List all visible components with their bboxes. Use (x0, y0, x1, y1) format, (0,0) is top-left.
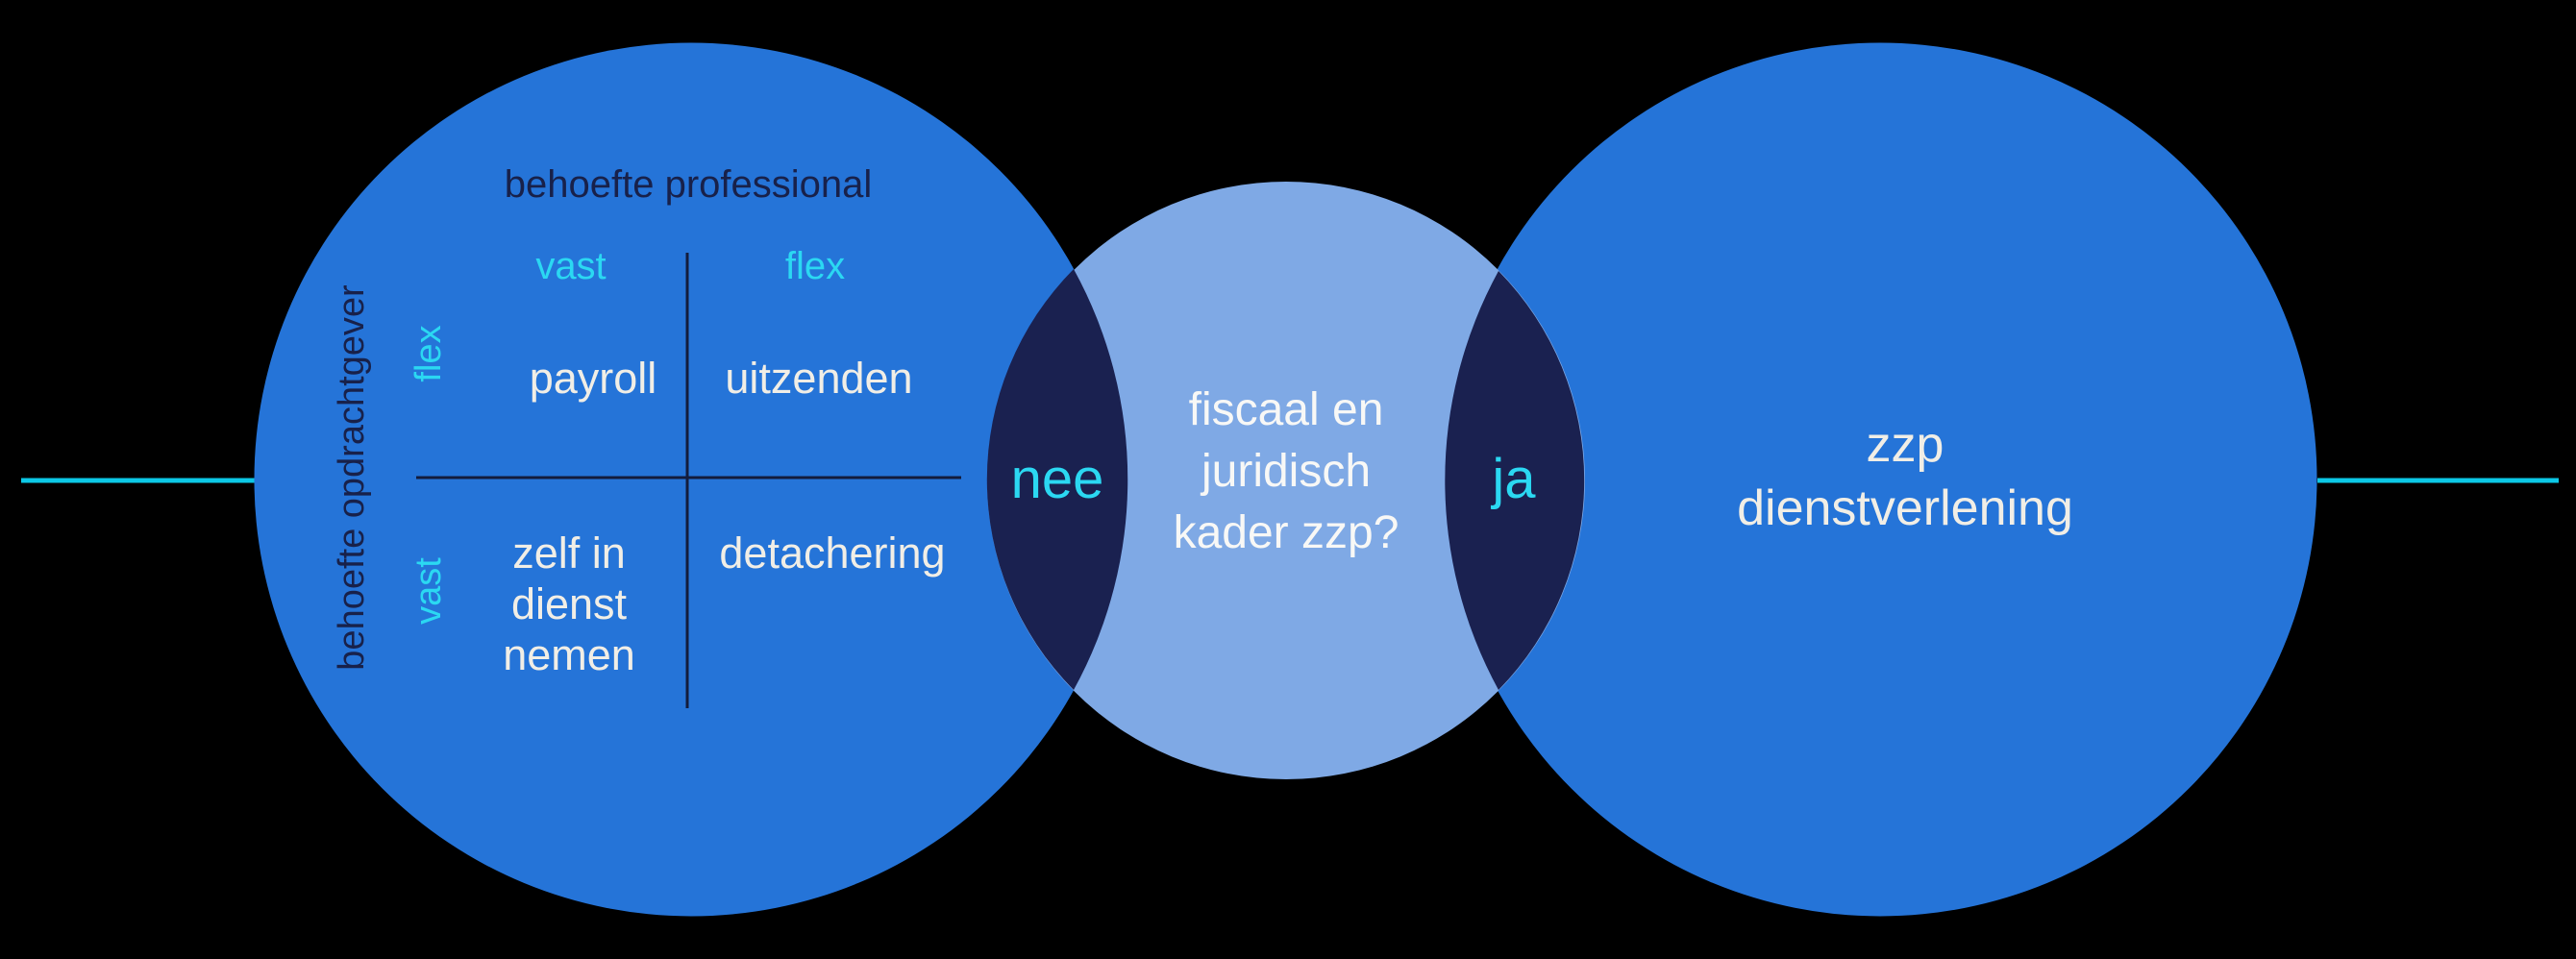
cell-payroll: payroll (530, 354, 657, 403)
right-circle (1443, 42, 2317, 917)
right-circle-label-line1: zzp (1867, 417, 1944, 473)
matrix-col-header-vast: vast (535, 245, 606, 287)
matrix-col-header-flex: flex (785, 245, 845, 287)
right-overlap-lens (1445, 271, 1585, 690)
matrix-row-label-vast: vast (409, 557, 449, 625)
middle-question-line2: juridisch (1200, 446, 1371, 497)
cell-zelf-in-dienst-nemen-line3: nemen (503, 630, 635, 679)
cell-uitzenden: uitzenden (725, 354, 912, 403)
left-overlap-lens (986, 269, 1128, 690)
middle-question-line3: kader zzp? (1174, 507, 1399, 558)
cell-zelf-in-dienst-nemen-line1: zelf in (512, 529, 626, 578)
middle-question-line1: fiscaal en (1189, 384, 1384, 435)
matrix-side-label: behoefte opdrachtgever (332, 284, 372, 671)
cell-zelf-in-dienst-nemen-line2: dienst (511, 579, 628, 628)
cell-detachering: detachering (719, 529, 945, 578)
answer-ja: ja (1490, 448, 1536, 510)
matrix-row-label-flex: flex (409, 325, 449, 381)
left-circle (254, 42, 1128, 917)
right-circle-label-line2: dienstverlening (1737, 480, 2073, 536)
answer-nee: nee (1011, 448, 1104, 510)
middle-circle (987, 182, 1585, 779)
matrix-title: behoefte professional (505, 163, 873, 206)
